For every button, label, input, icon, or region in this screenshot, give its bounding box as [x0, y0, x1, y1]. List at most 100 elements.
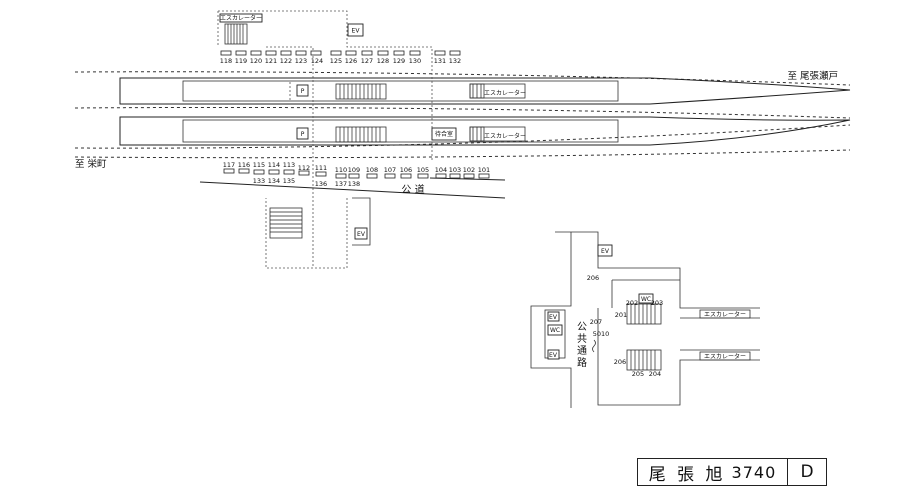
svg-text:EV: EV — [549, 352, 558, 359]
svg-text:EV: EV — [549, 314, 558, 321]
svg-text:WC: WC — [641, 296, 651, 303]
title-block: 尾 張 旭 3740 D — [637, 458, 827, 486]
track-line — [74, 124, 851, 149]
section-letter: D — [800, 462, 814, 482]
room-number: 203 — [651, 299, 663, 307]
gate-number: 114 — [268, 161, 280, 169]
gate-number: 112 — [298, 164, 310, 172]
station-name: 尾 張 旭 — [648, 464, 726, 485]
gate-number: 108 — [366, 166, 378, 174]
escalator-label: エスカレーター — [484, 89, 526, 97]
gate-number: 126 — [345, 57, 357, 65]
room-number: 204 — [649, 370, 661, 378]
gate-number: 101 — [478, 166, 490, 174]
gate-number: 129 — [393, 57, 405, 65]
gate-number: 116 — [238, 161, 250, 169]
exit-stairs-south — [269, 207, 303, 239]
ramp-mark — [592, 339, 596, 353]
svg-text:エスカレーター: エスカレーター — [704, 353, 746, 361]
gate-number: 130 — [409, 57, 421, 65]
upper-platform — [119, 77, 851, 105]
public-passage-label-3: 通 — [577, 345, 587, 357]
gate-number: 102 — [463, 166, 475, 174]
escalator-passage-lower: エスカレーター — [699, 351, 751, 361]
gate-number: 104 — [435, 166, 447, 174]
gate-number: 136 — [315, 180, 327, 188]
elevator-south: EV — [352, 197, 371, 246]
rail-tracks — [74, 71, 851, 159]
gate-number: 134 — [268, 177, 280, 185]
gate-number: 137 — [335, 180, 347, 188]
gate-number: 127 — [361, 57, 373, 65]
gate-number: 128 — [377, 57, 389, 65]
gate-number: 113 — [283, 161, 295, 169]
svg-text:EV: EV — [357, 231, 366, 238]
gate-number: 123 — [295, 57, 307, 65]
waiting-room: 待合室 — [431, 127, 457, 141]
upper-platform-fixtures: P エスカレーター — [296, 83, 526, 100]
stairs-upper — [335, 83, 387, 100]
passage-detail: EV EV WC EV 公 共 通 路 WC — [530, 231, 760, 408]
public-road-label: 公 道 — [401, 183, 424, 196]
direction-owariseto: 至 尾張瀬戸 — [787, 70, 838, 82]
gate-number: 132 — [449, 57, 461, 65]
gate-number: 119 — [235, 57, 247, 65]
gate-number: 107 — [384, 166, 396, 174]
gate-number: 110 — [335, 166, 347, 174]
svg-text:エスカレーター: エスカレーター — [704, 311, 746, 319]
gate-number: 121 — [265, 57, 277, 65]
public-passage-label-1: 公 — [577, 322, 587, 333]
public-passage-label-4: 路 — [577, 356, 587, 369]
gate-number: 106 — [400, 166, 412, 174]
gate-number: 135 — [283, 177, 295, 185]
toilet-area: EV WC EV — [544, 309, 566, 360]
bottom-gate-row: 117 116 115 114 113 112 111 110 109 108 … — [223, 161, 490, 188]
public-passage-label-2: 共 — [577, 333, 587, 345]
direction-sakaemachi: 至 栄町 — [75, 158, 107, 170]
stairs — [224, 23, 248, 45]
gate-number: 122 — [280, 57, 292, 65]
svg-text:P: P — [301, 88, 305, 95]
elevator-top: EV — [347, 23, 364, 37]
gate-number: 117 — [223, 161, 235, 169]
elevator-upper: P — [296, 84, 309, 97]
top-gate-row: 118 119 120 121 122 123 124 125 126 127 … — [220, 50, 461, 65]
gate-number: 111 — [315, 164, 327, 172]
escalator-upper: エスカレーター — [469, 83, 526, 99]
wc-label: WC — [550, 327, 560, 334]
gate-number: 115 — [253, 161, 265, 169]
gate-number: 105 — [417, 166, 429, 174]
gate-number: 103 — [449, 166, 461, 174]
gate-number: 125 — [330, 57, 342, 65]
gate-number: 109 — [348, 166, 360, 174]
room-number: 206 — [587, 274, 599, 282]
room-number: 5010 — [593, 330, 610, 338]
public-road: 公 道 — [199, 177, 506, 199]
escalator-lower: エスカレーター — [469, 126, 526, 142]
stairs-passage-upper — [626, 303, 662, 325]
gate-number: 118 — [220, 57, 232, 65]
stairs-lower — [335, 126, 387, 143]
gate-number: 133 — [253, 177, 265, 185]
room-number: 206 — [614, 358, 626, 366]
escalator-label: エスカレーター — [484, 132, 526, 140]
station-code: 3740 — [731, 462, 777, 482]
lower-platform — [119, 116, 851, 146]
concourse-outline — [217, 10, 433, 269]
escalator-label: エスカレーター — [220, 14, 262, 22]
elevator-lower: P — [296, 127, 309, 140]
svg-text:P: P — [301, 131, 305, 138]
gate-number: 124 — [311, 57, 323, 65]
station-name-cell: 尾 張 旭 3740 — [638, 459, 788, 485]
room-number: 202 — [626, 299, 638, 307]
escalator-passage-upper: エスカレーター — [699, 309, 751, 319]
elevator-passage-top: EV — [597, 244, 613, 257]
track-line — [74, 149, 851, 159]
gate-number: 131 — [434, 57, 446, 65]
waiting-room-label: 待合室 — [435, 130, 453, 138]
room-number: 207 — [590, 318, 602, 326]
top-escalator-area: エスカレーター EV — [219, 13, 364, 45]
gate-number: 138 — [348, 180, 360, 188]
ev-label: EV — [352, 28, 361, 35]
